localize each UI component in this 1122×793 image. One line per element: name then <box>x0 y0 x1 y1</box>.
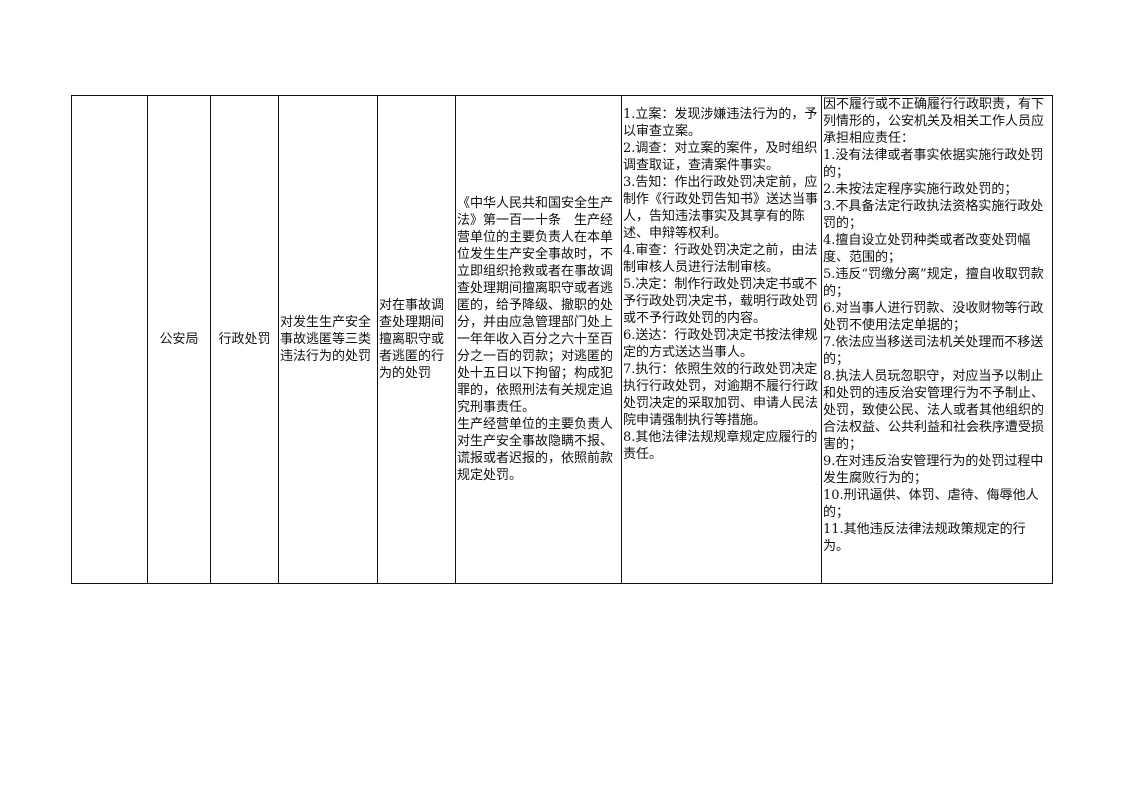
legal-basis-text: 《中华人民共和国安全生产法》第一百一十条 生产经营单位的主要负责人在本单位发生生… <box>457 196 614 483</box>
sub-item-text: 对在事故调查处理期间擅离职守或者逃匿的行为的处罚 <box>379 298 445 381</box>
responsibility-steps-text: 1.立案：发现涉嫌违法行为的，予以审查立案。 2.调查：对立案的案件，及时组织调… <box>623 107 819 462</box>
department-text: 公安局 <box>159 332 199 347</box>
cell-responsibility-steps: 1.立案：发现涉嫌违法行为的，予以审查立案。 2.调查：对立案的案件，及时组织调… <box>621 95 822 584</box>
table-row: 公安局 行政处罚 对发生生产安全事故逃匿等三类违法行为的处罚 对在事故调查处理期… <box>71 95 1053 584</box>
cell-sub-item: 对在事故调查处理期间擅离职守或者逃匿的行为的处罚 <box>377 95 456 584</box>
cell-power-type: 行政处罚 <box>210 95 279 584</box>
cell-item-name: 对发生生产安全事故逃匿等三类违法行为的处罚 <box>278 95 378 584</box>
power-type-text: 行政处罚 <box>218 332 271 347</box>
cell-accountability: 因不履行或不正确履行行政职责，有下列情形的，公安机关及相关工作人员应承担相应责任… <box>821 95 1053 584</box>
item-name-text: 对发生生产安全事故逃匿等三类违法行为的处罚 <box>280 315 372 364</box>
cell-legal-basis: 《中华人民共和国安全生产法》第一百一十条 生产经营单位的主要负责人在本单位发生生… <box>455 95 622 584</box>
power-list-table: 公安局 行政处罚 对发生生产安全事故逃匿等三类违法行为的处罚 对在事故调查处理期… <box>71 95 1053 584</box>
cell-department: 公安局 <box>147 95 211 584</box>
accountability-text: 因不履行或不正确履行行政职责，有下列情形的，公安机关及相关工作人员应承担相应责任… <box>823 97 1045 554</box>
cell-blank <box>71 95 148 584</box>
